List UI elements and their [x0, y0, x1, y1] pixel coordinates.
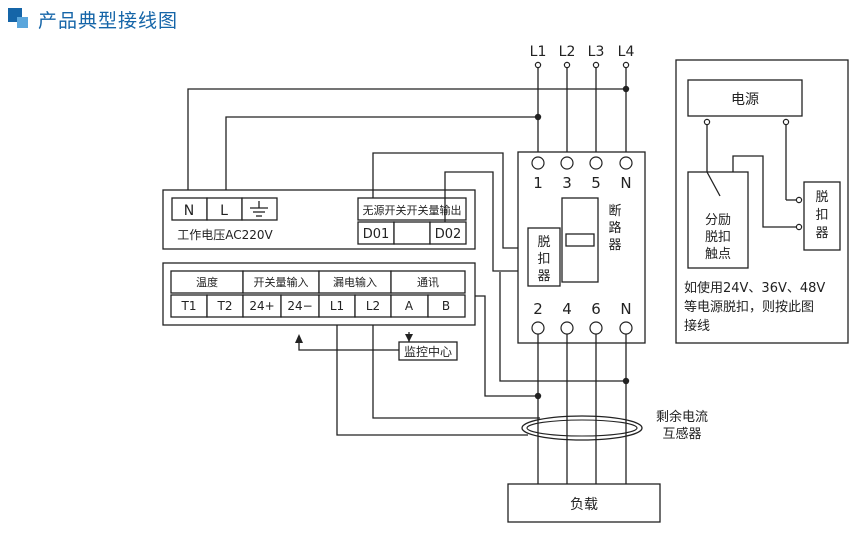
- supply-wires: [537, 68, 627, 152]
- breaker-bottom-n: N: [620, 300, 631, 318]
- load-wires: [475, 272, 630, 484]
- shunt-note-line2: 等电源脱扣，则按此图: [684, 299, 814, 315]
- monitor-center-label: 监控中心: [404, 344, 452, 359]
- breaker-label-char2: 路: [608, 220, 621, 236]
- circuit-breaker: 1 3 5 N 脱 扣 器 断 路 器 2 4 6 N: [517, 151, 646, 344]
- group-switch-input: 开关量输入: [254, 275, 309, 289]
- group-comm: 通讯: [417, 276, 439, 289]
- output-wires: [372, 152, 528, 272]
- breaker-bottom-6: 6: [591, 300, 601, 318]
- breaker-bottom-4: 4: [562, 300, 572, 318]
- load-label: 负载: [570, 497, 598, 513]
- breaker-top-1: 1: [533, 174, 543, 192]
- section-header: 产品典型接线图: [8, 6, 178, 32]
- io-terminal-b: B: [442, 299, 450, 313]
- ct-label-line1: 剩余电流: [656, 409, 708, 425]
- shunt-trip-char1: 脱: [815, 190, 828, 205]
- shunt-power-label: 电源: [731, 92, 759, 108]
- shunt-contact-line3: 触点: [705, 247, 731, 262]
- ct-label-line2: 互感器: [662, 426, 701, 442]
- io-terminal-24plus: 24+: [249, 299, 274, 313]
- dry-output-title: 无源开关开关量输出: [363, 203, 462, 217]
- square-bullet-icon: [8, 8, 30, 30]
- ground-icon: [250, 201, 268, 217]
- shunt-note-line3: 接线: [684, 318, 710, 334]
- supply-line-ends: [534, 61, 630, 69]
- group-temperature: 温度: [196, 275, 218, 289]
- breaker-trip-char3: 器: [537, 269, 550, 284]
- power-terminal-n: N: [184, 203, 194, 219]
- current-transformer: [521, 415, 643, 441]
- shunt-contact-line1: 分励: [705, 213, 731, 228]
- breaker-top-5: 5: [591, 174, 601, 192]
- io-terminal-a: A: [405, 299, 414, 313]
- shunt-note-line1: 如使用24V、36V、48V: [684, 280, 825, 296]
- line-label-l4: L4: [618, 44, 635, 60]
- monitor-center: 监控中心: [295, 332, 458, 361]
- voltage-label: 工作电压AC220V: [177, 228, 273, 242]
- breaker-trip-char2: 扣: [537, 252, 550, 267]
- power-terminal-l: L: [220, 203, 228, 219]
- group-leakage-input: 漏电输入: [333, 275, 377, 289]
- breaker-label-char1: 断: [608, 204, 621, 219]
- section-title: 产品典型接线图: [38, 9, 179, 32]
- io-terminal-t2: T2: [217, 299, 233, 313]
- output-d02: D02: [435, 227, 462, 242]
- io-module: 温度 开关量输入 漏电输入 通讯 T1 T2 24+ 24− L1 L2 A B: [162, 262, 476, 326]
- shunt-trip-panel: 电源 分励 脱扣 触点 脱 扣 器 如使用24V、36V、48V 等电源脱扣，则…: [675, 59, 849, 344]
- breaker-top-n: N: [620, 174, 631, 192]
- io-terminal-t1: T1: [181, 299, 197, 313]
- breaker-label-char3: 器: [608, 238, 621, 253]
- breaker-top-3: 3: [562, 174, 572, 192]
- breaker-trip-char1: 脱: [537, 235, 550, 250]
- io-terminal-l2: L2: [366, 299, 380, 313]
- io-terminal-l1: L1: [330, 299, 344, 313]
- line-label-l2: L2: [559, 44, 576, 60]
- line-label-l1: L1: [530, 44, 547, 60]
- breaker-bottom-2: 2: [533, 300, 543, 318]
- output-d01: D01: [363, 227, 390, 242]
- power-module: N L 工作电压AC220V 无源开关开关量输出 D01 D02: [162, 189, 476, 250]
- io-terminal-24minus: 24−: [287, 299, 312, 313]
- load-box: 负载: [507, 483, 661, 523]
- shunt-contact-line2: 脱扣: [705, 230, 731, 245]
- shunt-trip-char2: 扣: [815, 208, 828, 223]
- shunt-trip-char3: 器: [815, 226, 828, 241]
- ct-signal-wires: [336, 325, 540, 436]
- power-feed-wires: [187, 85, 630, 190]
- line-label-l3: L3: [588, 44, 605, 60]
